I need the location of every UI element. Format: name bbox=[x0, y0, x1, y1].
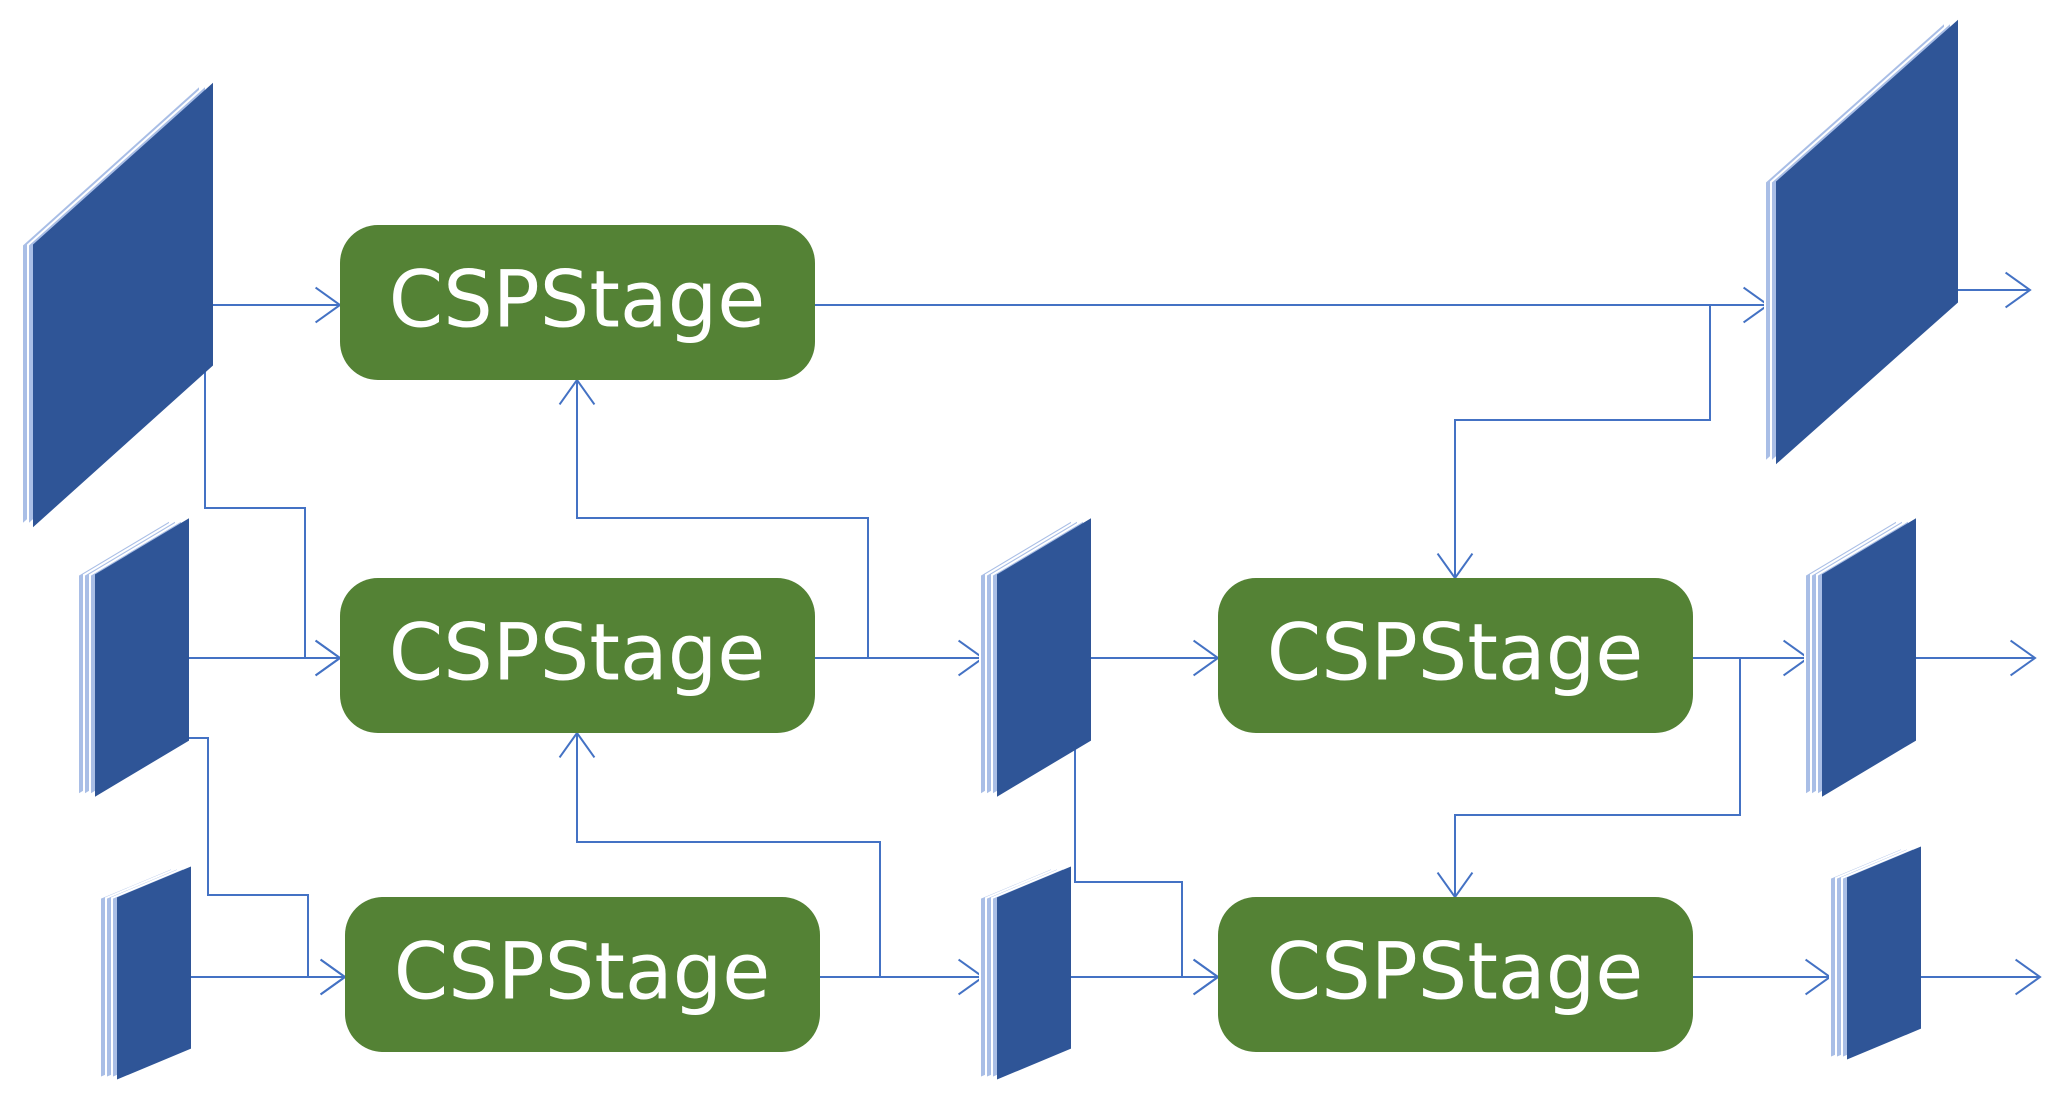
feature-map-input-large bbox=[21, 82, 213, 528]
edge-input-medium-to-stage-bottom-left bbox=[170, 737, 345, 978]
stage-label: CSPStage bbox=[394, 927, 770, 1017]
feature-map-output-large bbox=[1764, 19, 1958, 465]
stage-label: CSPStage bbox=[1267, 927, 1643, 1017]
edge-output-small-out-arrowhead bbox=[2015, 958, 2042, 996]
stage-label: CSPStage bbox=[1267, 608, 1643, 698]
stage-mid-left: CSPStage bbox=[340, 578, 815, 733]
feature-map-intermediate-small bbox=[979, 866, 1071, 1080]
slab bbox=[95, 518, 189, 797]
edge-top-to-stage-mid-right bbox=[1454, 305, 1711, 578]
stage-box bbox=[340, 225, 815, 380]
feature-map-output-medium bbox=[1804, 518, 1916, 797]
slab bbox=[1822, 518, 1916, 797]
slab bbox=[117, 866, 191, 1080]
slab bbox=[1776, 19, 1958, 465]
stage-label: CSPStage bbox=[389, 608, 765, 698]
stage-box bbox=[1218, 897, 1693, 1052]
feature-maps bbox=[21, 19, 1958, 1080]
edge-intermediate-medium-to-stage-bottom-right bbox=[1070, 737, 1218, 978]
feature-map-input-medium bbox=[77, 518, 189, 797]
edge-stage-bottom-left-up-to-stage-mid-left bbox=[576, 733, 881, 977]
csp-stages: CSPStage CSPStage CSPStage CSPStage CSPS… bbox=[340, 225, 1693, 1052]
connector-lines bbox=[170, 271, 2042, 996]
edge-stage-mid-left-up-to-stage-top-left bbox=[576, 380, 869, 658]
edge-output-medium-out-arrowhead bbox=[2010, 639, 2037, 677]
feature-map-output-small bbox=[1829, 846, 1921, 1060]
slab bbox=[1847, 846, 1921, 1060]
slab bbox=[33, 82, 213, 528]
edge-input-large-to-stage-mid-left bbox=[204, 305, 340, 659]
stage-bottom-right: CSPStage bbox=[1218, 897, 1693, 1052]
stage-box bbox=[1218, 578, 1693, 733]
edge-stage-mid-right-to-stage-bottom-right bbox=[1454, 658, 1741, 897]
stage-box bbox=[340, 578, 815, 733]
slab bbox=[997, 518, 1091, 797]
stage-label: CSPStage bbox=[389, 255, 765, 345]
stage-mid-right: CSPStage bbox=[1218, 578, 1693, 733]
edge-output-large-out-arrowhead bbox=[2005, 271, 2032, 309]
feature-map-intermediate-medium bbox=[979, 518, 1091, 797]
slab bbox=[997, 866, 1071, 1080]
feature-map-input-small bbox=[99, 866, 191, 1080]
stage-top-left: CSPStage bbox=[340, 225, 815, 380]
stage-box bbox=[345, 897, 820, 1052]
stage-bottom-left: CSPStage bbox=[345, 897, 820, 1052]
